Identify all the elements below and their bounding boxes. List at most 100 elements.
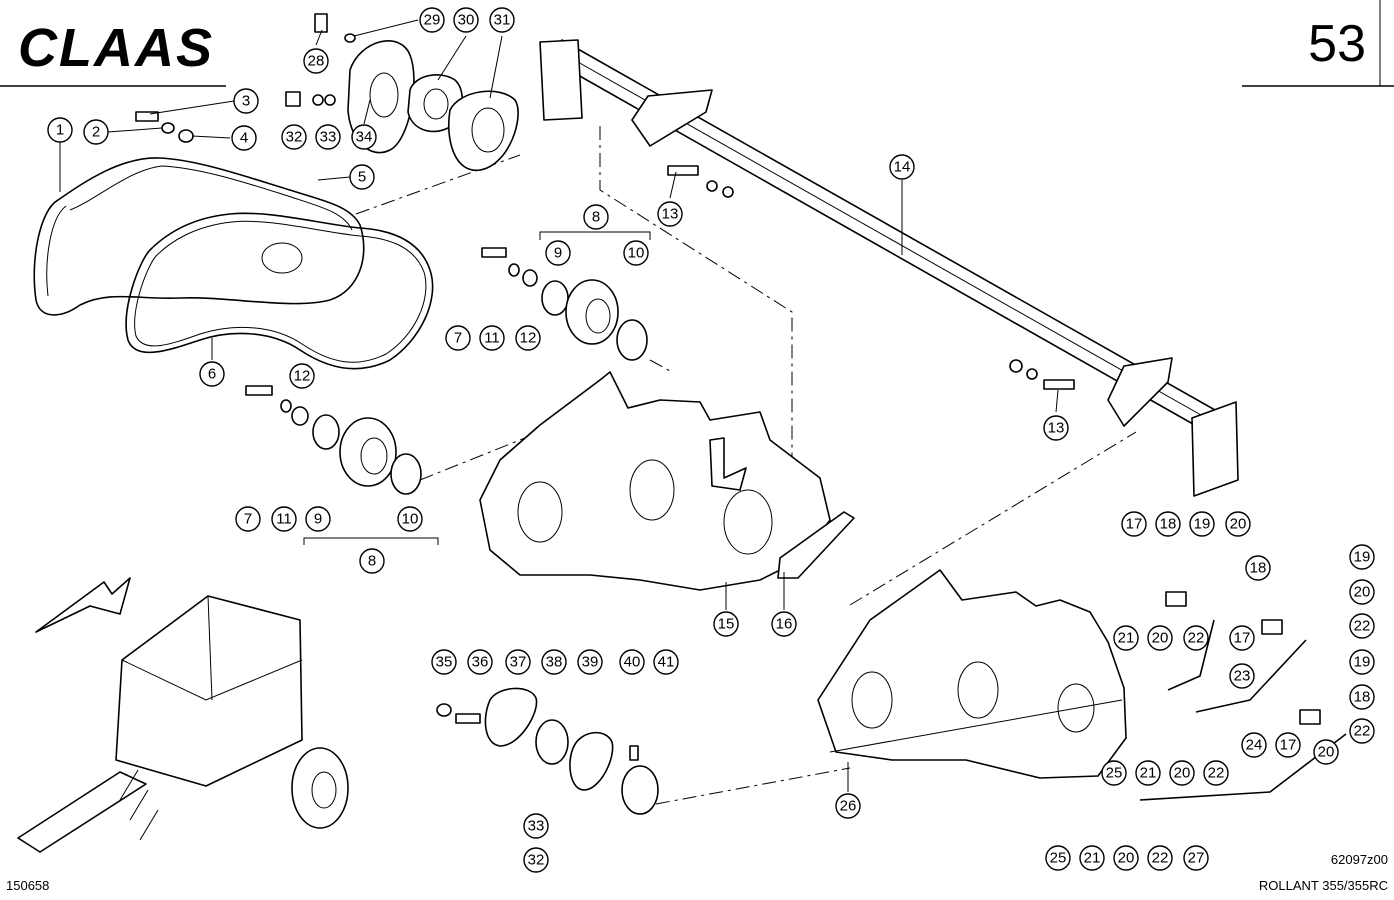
baler-body-edges xyxy=(121,595,303,701)
callout-32-top: 32 xyxy=(281,124,307,150)
callout-10-lower: 10 xyxy=(397,506,423,532)
washer-2 xyxy=(161,122,175,134)
svg-text:3: 3 xyxy=(242,93,250,110)
callout-20f: 20 xyxy=(1113,845,1139,871)
footer-left-code: 150658 xyxy=(6,878,50,893)
washer-11-lower xyxy=(280,399,292,413)
svg-text:6: 6 xyxy=(208,366,216,383)
svg-text:20: 20 xyxy=(1354,584,1371,601)
callout-23: 23 xyxy=(1229,663,1255,689)
callout-19c: 19 xyxy=(1349,649,1375,675)
svg-text:30: 30 xyxy=(458,12,475,29)
ball-bearing-bore xyxy=(423,88,449,120)
page-number: 53 xyxy=(1308,15,1366,73)
svg-text:32: 32 xyxy=(286,129,303,146)
flange-39 xyxy=(569,731,614,791)
svg-text:22: 22 xyxy=(1354,618,1371,635)
axis-line-collar xyxy=(655,767,851,805)
svg-text:17: 17 xyxy=(1280,737,1297,754)
callout-31: 31 xyxy=(489,7,515,33)
callout-33-top: 33 xyxy=(315,124,341,150)
leader-28 xyxy=(315,29,323,46)
svg-text:13: 13 xyxy=(662,206,679,223)
callout-13-top: 13 xyxy=(657,201,683,227)
callout-18c: 18 xyxy=(1349,684,1375,710)
svg-text:28: 28 xyxy=(308,53,325,70)
svg-text:11: 11 xyxy=(484,330,500,347)
callout-11-lower: 11 xyxy=(271,506,297,532)
tube-mount-bracket-right xyxy=(1107,357,1173,427)
svg-text:19: 19 xyxy=(1354,654,1371,671)
baler-drawbar xyxy=(17,771,147,853)
lube-line-23 xyxy=(1167,619,1215,691)
plate-brace-16 xyxy=(777,511,855,579)
washer-4 xyxy=(178,129,194,143)
svg-text:2: 2 xyxy=(92,124,100,141)
callout-13-bottom: 13 xyxy=(1043,415,1069,441)
svg-text:22: 22 xyxy=(1208,765,1225,782)
svg-text:21: 21 xyxy=(1118,630,1135,647)
svg-text:12: 12 xyxy=(294,368,311,385)
rear-side-plate xyxy=(817,569,1127,779)
svg-text:17: 17 xyxy=(1126,516,1143,533)
bolt-13-bottom xyxy=(1043,379,1075,390)
callout-7-lower: 7 xyxy=(235,506,261,532)
bearing-10-lower xyxy=(390,453,422,495)
leader-31 xyxy=(489,35,503,99)
bracket-8-lower xyxy=(303,537,439,545)
leader-2 xyxy=(107,127,163,133)
svg-text:8: 8 xyxy=(592,209,600,226)
svg-text:29: 29 xyxy=(424,12,441,29)
gear-upper xyxy=(565,279,619,345)
leader-3 xyxy=(149,100,235,115)
svg-text:37: 37 xyxy=(510,654,527,671)
snap-ring-9-upper xyxy=(541,280,569,316)
drive-belt xyxy=(125,212,434,370)
callout-17b: 17 xyxy=(1229,625,1255,651)
svg-text:5: 5 xyxy=(358,169,366,186)
callout-35: 35 xyxy=(431,649,457,675)
svg-text:20: 20 xyxy=(1318,744,1335,761)
svg-text:14: 14 xyxy=(894,159,911,176)
callout-1: 1 xyxy=(47,117,73,143)
bolt-36 xyxy=(455,713,481,724)
svg-text:18: 18 xyxy=(1250,560,1267,577)
svg-text:33: 33 xyxy=(528,818,545,835)
callout-29: 29 xyxy=(419,7,445,33)
bolt-7-lower xyxy=(245,385,273,396)
callout-24: 24 xyxy=(1241,732,1267,758)
callout-16: 16 xyxy=(771,611,797,637)
gear-lower-bore xyxy=(360,437,388,475)
svg-text:9: 9 xyxy=(554,245,562,262)
callout-25b: 25 xyxy=(1045,845,1071,871)
svg-text:4: 4 xyxy=(240,130,248,147)
rear-plate-flange xyxy=(829,699,1123,753)
callout-11-upper: 11 xyxy=(479,325,505,351)
callout-19a: 19 xyxy=(1189,511,1215,537)
washer-13-bottom xyxy=(1026,368,1038,380)
svg-text:18: 18 xyxy=(1160,516,1177,533)
callout-22a: 22 xyxy=(1349,613,1375,639)
nut-32-top xyxy=(285,91,301,107)
callout-5: 5 xyxy=(349,164,375,190)
svg-text:19: 19 xyxy=(1354,549,1371,566)
grease-block-18b xyxy=(1261,619,1283,635)
svg-text:13: 13 xyxy=(1048,420,1065,437)
callout-32-bottom: 32 xyxy=(523,847,549,873)
callout-20c: 20 xyxy=(1147,625,1173,651)
footer-drawing-code: 62097z00 xyxy=(1330,852,1388,867)
callout-4: 4 xyxy=(231,125,257,151)
leader-13-bottom xyxy=(1055,389,1059,413)
tube-end-plate-left xyxy=(539,39,583,121)
callout-21a: 21 xyxy=(1113,625,1139,651)
svg-text:7: 7 xyxy=(454,330,462,347)
belt-guard-cover xyxy=(33,157,365,316)
brand-logo-graphic: CLAAS xyxy=(18,18,212,74)
callout-22e: 22 xyxy=(1147,845,1173,871)
footer-model: ROLLANT 355/355RC xyxy=(1258,878,1388,893)
leader-29 xyxy=(353,19,419,37)
callout-12-upper: 12 xyxy=(515,325,541,351)
leader-4 xyxy=(191,135,231,139)
washer-12-upper xyxy=(522,269,538,287)
callout-26: 26 xyxy=(835,793,861,819)
